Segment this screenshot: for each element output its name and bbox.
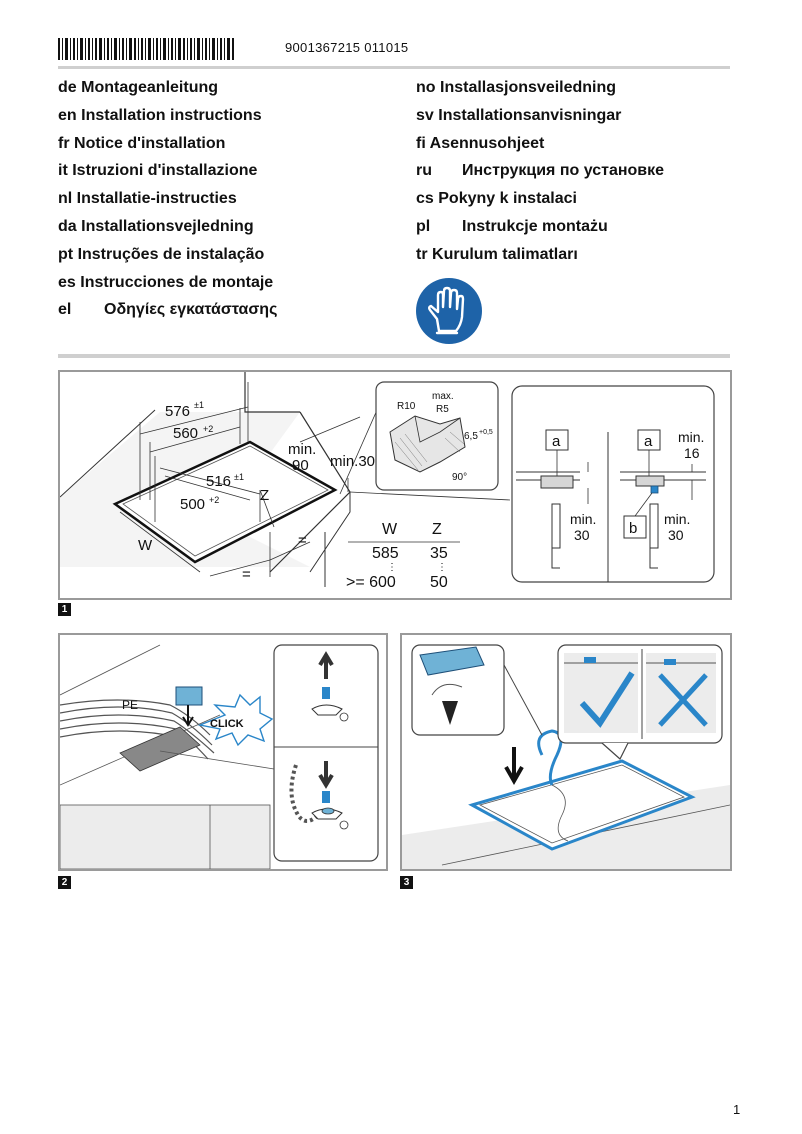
- dim-516-label: 516: [206, 473, 231, 490]
- dim-576-label: 576: [165, 403, 190, 420]
- equal-mark-2: =: [242, 566, 251, 583]
- lang-en: en Installation instructions: [58, 106, 262, 124]
- dim-516-tol: ±1: [234, 472, 244, 482]
- page-number: 1: [733, 1102, 741, 1117]
- section-rule: [58, 354, 730, 358]
- language-list-right: no Installasjonsveiledning sv Installati…: [416, 78, 664, 273]
- figure-3-panel: [400, 633, 732, 871]
- lang-nl: nl Installatie-instructies: [58, 190, 237, 208]
- min-30-label: min.30: [330, 453, 375, 470]
- figure-3-badge: 3: [400, 876, 413, 889]
- figure-1-drawing: 576 ±1 560 +2 516 ±1 500 +2 min. 90 min.…: [60, 372, 715, 591]
- lang-tr: tr Kurulum talimatları: [416, 245, 578, 263]
- detail-r10: R10: [397, 401, 416, 412]
- lang-sv: sv Installationsanvisningar: [416, 106, 622, 124]
- detail-6-5: 6,5: [464, 431, 478, 442]
- figure-2-badge: 2: [58, 876, 71, 889]
- figure-3-drawing: [402, 644, 730, 869]
- language-list-left: de Montageanleitung en Installation inst…: [58, 78, 277, 328]
- label-click: CLICK: [210, 718, 244, 730]
- dim-576-tol: ±1: [194, 400, 204, 410]
- min-90-label-b: 90: [292, 457, 309, 474]
- dim-500-label: 500: [180, 496, 205, 513]
- lang-fr: fr Notice d'installation: [58, 134, 226, 152]
- detail-6-5-tol: +0,5: [479, 429, 493, 436]
- dim-560-tol: +2: [203, 424, 213, 434]
- min-30-left-b: 30: [574, 527, 590, 543]
- document-number: 9001367215 011015: [285, 40, 409, 55]
- corner-detail: max. R10 R5 6,5 +0,5 90°: [375, 381, 499, 491]
- lang-da: da Installationsvejledning: [58, 217, 254, 235]
- detail-max: max.: [432, 391, 454, 402]
- table-row1-z: 35: [430, 545, 448, 562]
- dim-500-tol: +2: [209, 495, 219, 505]
- min-30-left-a: min.: [570, 511, 596, 527]
- label-a-left: a: [552, 433, 561, 450]
- barcode: [58, 38, 234, 60]
- lang-no: no Installasjonsveiledning: [416, 79, 617, 96]
- label-b: b: [629, 520, 637, 537]
- figure-2-drawing: PE CLICK: [60, 644, 379, 869]
- equal-mark-1: =: [298, 532, 307, 549]
- cross-icon: [658, 673, 708, 727]
- table-row2-w: >= 600: [346, 574, 396, 591]
- wz-table: W Z 585 35 ⋮ ⋮ >= 600 50: [346, 521, 460, 591]
- section-detail: a min. 30 a b min. 16 min. 30: [511, 385, 715, 583]
- top-rule: [58, 66, 730, 69]
- detail-r5: R5: [436, 404, 449, 415]
- min-30-right-a: min.: [664, 511, 690, 527]
- table-row1-w: 585: [372, 545, 399, 562]
- min-16-b: 16: [684, 445, 700, 461]
- lang-de: de Montageanleitung: [58, 79, 219, 96]
- min-16-a: min.: [678, 429, 704, 445]
- lang-it: it Istruzioni d'installazione: [58, 162, 258, 180]
- dim-560-label: 560: [173, 425, 198, 442]
- lang-cs: cs Pokyny k instalaci: [416, 190, 577, 208]
- detail-90-degree: 90°: [452, 472, 467, 483]
- lang-fi: fi Asennusohjeet: [416, 134, 545, 152]
- svg-text:⋮: ⋮: [437, 562, 447, 573]
- label-z: Z: [260, 487, 269, 504]
- svg-text:⋮: ⋮: [387, 562, 397, 573]
- figure-2-panel: PE CLICK: [58, 633, 388, 871]
- figure-1-panel: 576 ±1 560 +2 516 ±1 500 +2 min. 90 min.…: [58, 370, 732, 600]
- label-a-right: a: [644, 433, 653, 450]
- check-icon: [579, 671, 635, 728]
- wear-gloves-icon: [416, 278, 482, 344]
- table-row2-z: 50: [430, 574, 448, 591]
- figure-1-badge: 1: [58, 603, 71, 616]
- label-w: W: [138, 537, 153, 554]
- lang-es: es Instrucciones de montaje: [58, 273, 274, 291]
- label-pe: PE: [122, 698, 138, 712]
- min-90-label-a: min.: [288, 441, 316, 458]
- min-30-right-b: 30: [668, 527, 684, 543]
- lang-pt: pt Instruções de instalação: [58, 245, 265, 263]
- table-head-w: W: [382, 521, 398, 538]
- table-head-z: Z: [432, 521, 442, 538]
